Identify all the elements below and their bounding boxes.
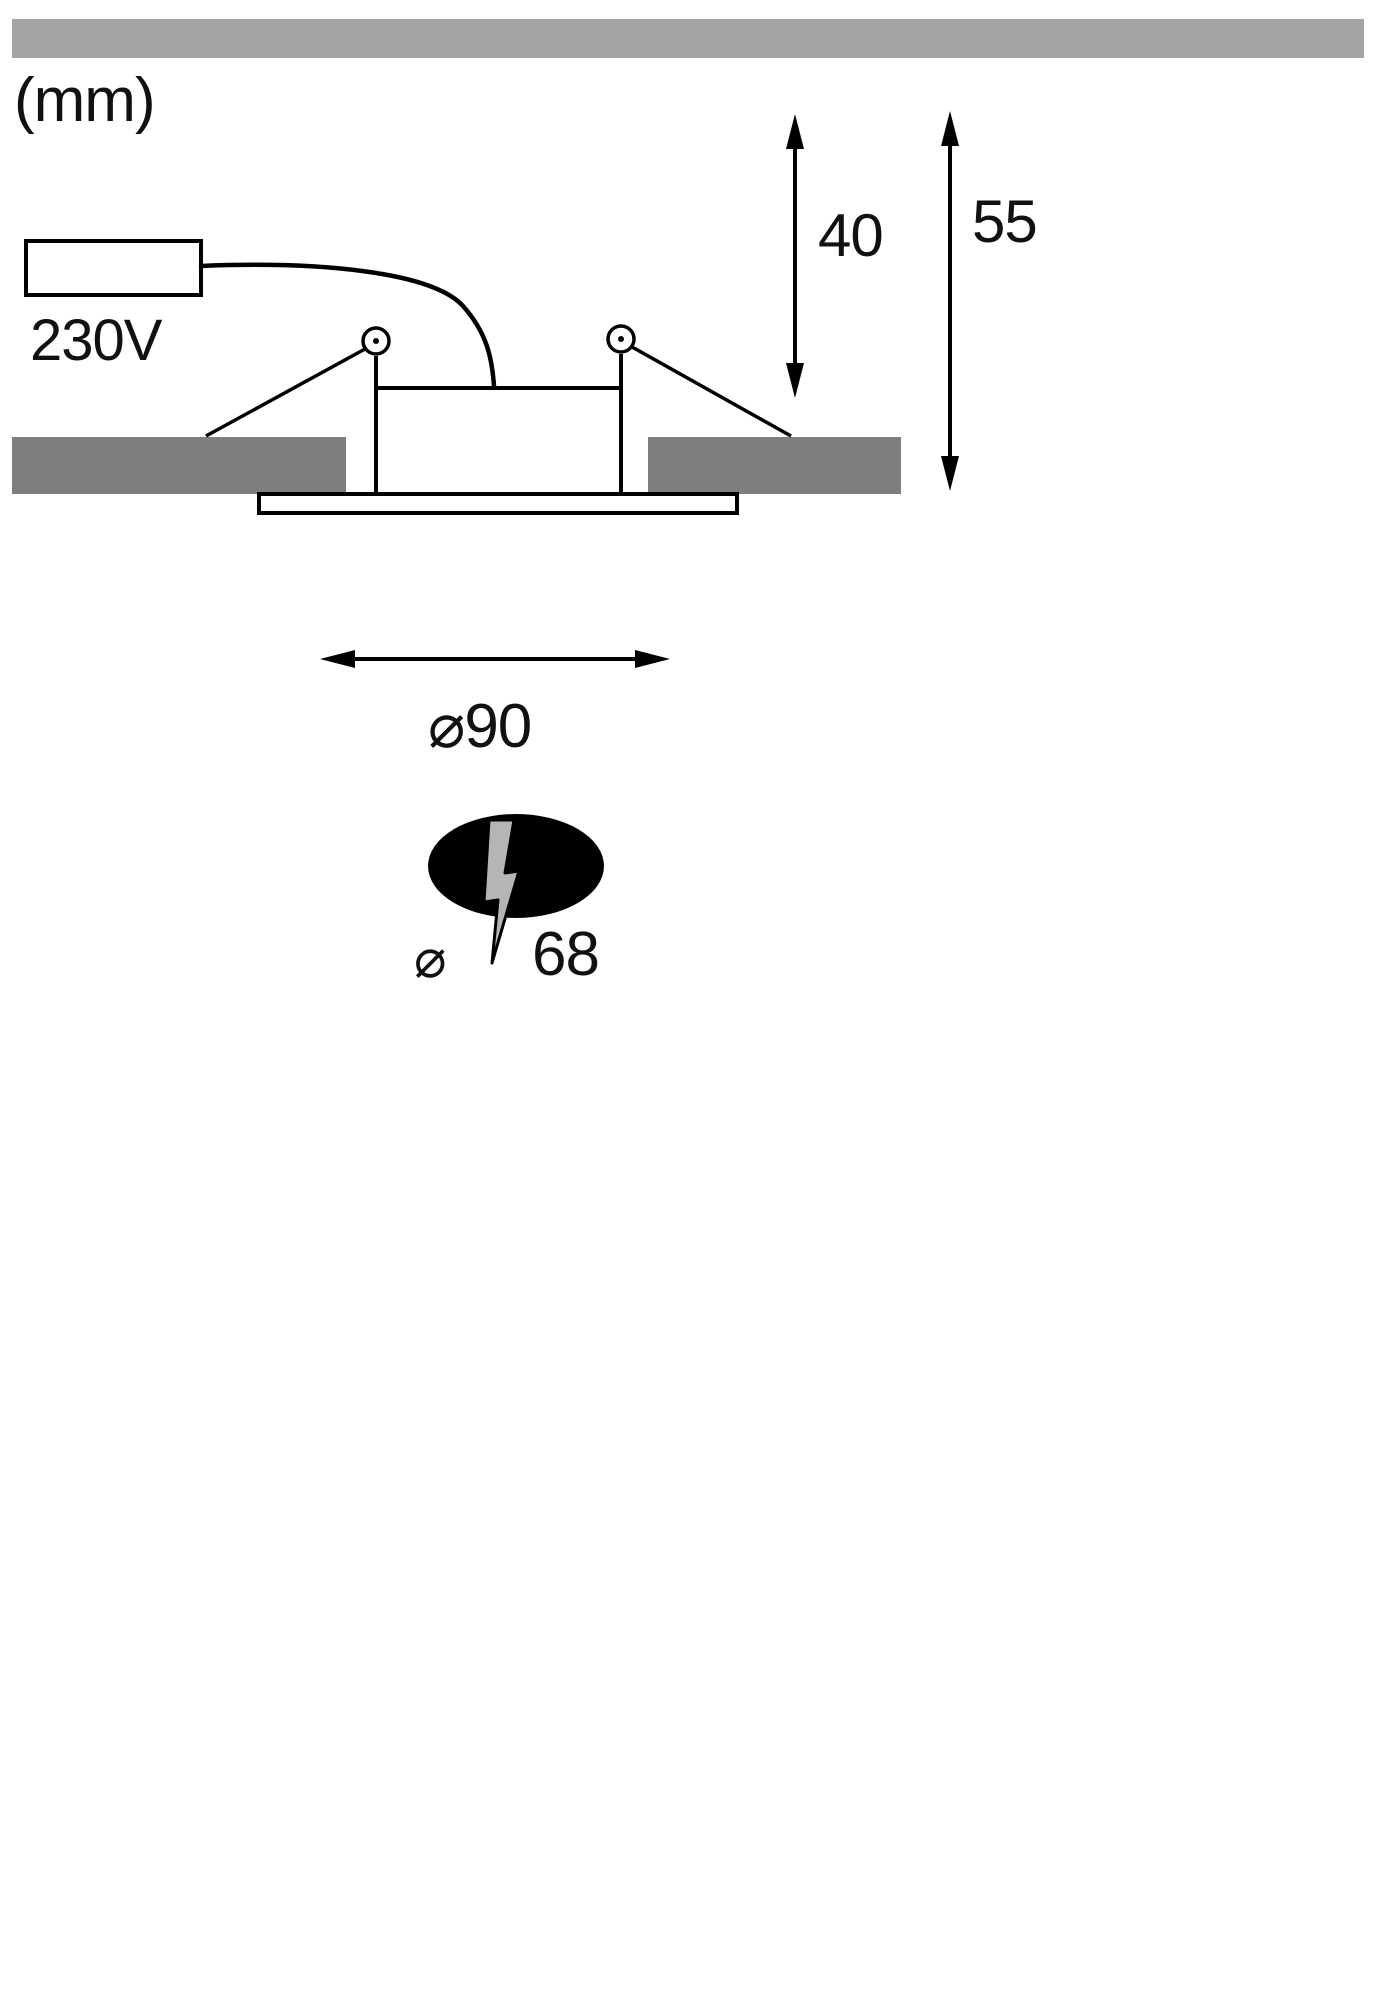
ceiling-panel-right xyxy=(648,437,901,494)
trim-flange xyxy=(257,492,739,515)
spring-clip-arm-right xyxy=(631,345,792,438)
dimension-90 xyxy=(320,650,670,668)
cutout-symbol-ellipse xyxy=(428,814,604,918)
ceiling-bar xyxy=(12,19,1364,58)
clip-pivot-right-dot xyxy=(618,336,624,342)
arrowhead-down-icon xyxy=(786,363,804,398)
dim-diameter-90-label: ⌀90 xyxy=(428,692,532,761)
arrowhead-up-icon xyxy=(941,111,959,146)
dimension-55 xyxy=(941,111,959,491)
cutout-diameter-value: 68 xyxy=(532,920,600,989)
voltage-label: 230V xyxy=(30,308,162,373)
arrowhead-down-icon xyxy=(941,456,959,491)
arrowhead-right-icon xyxy=(635,650,670,668)
ceiling-panel-left xyxy=(12,437,346,494)
arrowhead-left-icon xyxy=(320,650,355,668)
arrowhead-up-icon xyxy=(786,114,804,149)
fixture-group xyxy=(24,239,792,515)
clip-pivot-left-dot xyxy=(373,338,379,344)
mains-cable xyxy=(198,262,497,389)
dim-40-label: 40 xyxy=(818,202,884,269)
cutout-diameter-symbol: ⌀ xyxy=(414,929,447,989)
spring-clip-arm-left xyxy=(205,347,366,438)
unit-label: (mm) xyxy=(14,66,156,135)
dimension-40 xyxy=(786,114,804,398)
dim-55-label: 55 xyxy=(972,188,1038,255)
driver-box xyxy=(24,239,203,297)
lightning-bolt-icon xyxy=(482,818,521,965)
